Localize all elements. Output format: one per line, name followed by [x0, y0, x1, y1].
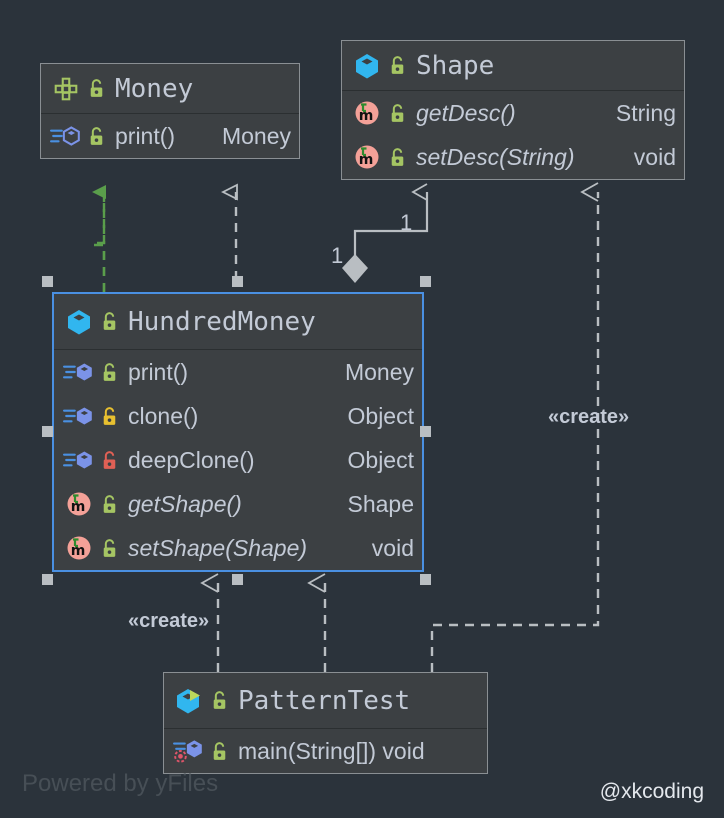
method-override-icon [62, 357, 96, 387]
selection-handle-top-right[interactable] [420, 276, 431, 287]
class-box-patterntest[interactable]: PatternTest [163, 672, 488, 774]
member-row[interactable]: clone() Object [54, 394, 422, 438]
member-name: print() [115, 122, 176, 149]
member-name: print() [128, 358, 189, 385]
class-name-hundredmoney: HundredMoney [128, 306, 316, 337]
class-icon [62, 307, 96, 337]
selection-handle-bottom-right[interactable] [420, 574, 431, 585]
yfiles-watermark: Powered by yFiles [22, 770, 219, 797]
svg-text:m: m [359, 108, 374, 124]
member-type: Money [221, 122, 291, 149]
create-label-left: «create» [128, 610, 210, 632]
abstract-method-icon: m [350, 98, 384, 128]
class-name-patterntest: PatternTest [238, 685, 411, 716]
class-name-money: Money [115, 73, 194, 104]
member-row[interactable]: m setShape(Shape) void [54, 526, 422, 570]
unlock-green-icon [98, 309, 120, 335]
members-patterntest: main(String[]) void [164, 729, 487, 773]
edge-hundredmoney-implements-money [91, 185, 106, 292]
class-box-hundredmoney[interactable]: HundredMoney [52, 292, 424, 572]
class-header-patterntest: PatternTest [164, 673, 487, 729]
method-override-icon [62, 445, 96, 475]
unlock-green-icon [386, 53, 408, 79]
member-name: setDesc(String) [416, 143, 575, 170]
lock-red-icon [98, 447, 120, 473]
selection-handle-top-left[interactable] [42, 276, 53, 287]
method-override-icon [49, 121, 83, 151]
unlock-green-icon [208, 738, 230, 764]
method-override-icon [62, 401, 96, 431]
member-name: setShape(Shape) [128, 534, 308, 561]
class-name-shape: Shape [416, 50, 495, 81]
selection-handle-bottom-center[interactable] [232, 574, 243, 585]
member-row[interactable]: m getDesc() String [342, 91, 684, 135]
abstract-method-icon: m [62, 489, 96, 519]
unlock-green-icon [85, 76, 107, 102]
members-money: print() Money [41, 114, 299, 158]
edge-hundredmoney-aggregates-shape [342, 183, 429, 283]
member-name: deepClone() [128, 446, 255, 473]
unlock-green-icon [98, 491, 120, 517]
members-hundredmoney: print() Money [54, 350, 422, 570]
member-type: String [615, 99, 676, 126]
members-shape: m getDesc() String [342, 91, 684, 179]
author-watermark: @xkcoding [599, 780, 704, 803]
member-row[interactable]: main(String[]) void [164, 729, 487, 773]
svg-text:m: m [71, 499, 86, 515]
edge-patterntest-creates-shape [430, 182, 600, 672]
multiplicity-source-label: 1 [331, 243, 344, 268]
member-name: main(String[]) void [238, 737, 425, 764]
main-method-icon [172, 736, 206, 766]
abstract-method-icon: m [62, 533, 96, 563]
member-type: void [371, 534, 414, 561]
member-name: getShape() [128, 490, 242, 517]
class-icon [350, 51, 384, 81]
class-header-hundredmoney: HundredMoney [54, 294, 422, 350]
selection-handle-middle-right[interactable] [420, 426, 431, 437]
interface-icon [49, 74, 83, 104]
class-box-shape[interactable]: Shape m getDesc() [341, 40, 685, 180]
class-header-money: Money [41, 64, 299, 114]
create-label-right: «create» [548, 406, 630, 428]
unlock-green-icon [386, 144, 408, 170]
unlock-green-icon [208, 688, 230, 714]
abstract-method-icon: m [350, 142, 384, 172]
member-type: void [633, 143, 676, 170]
class-box-money[interactable]: Money [40, 63, 300, 159]
member-row[interactable]: deepClone() Object [54, 438, 422, 482]
selection-handle-top-center[interactable] [232, 276, 243, 287]
member-row[interactable]: print() Money [54, 350, 422, 394]
selection-handle-middle-left[interactable] [42, 426, 53, 437]
member-row[interactable]: m setDesc(String) void [342, 135, 684, 179]
member-type: Object [347, 446, 414, 473]
svg-text:m: m [71, 543, 86, 559]
unlock-green-icon [386, 100, 408, 126]
unlock-green-icon [98, 359, 120, 385]
unlock-green-icon [85, 123, 107, 149]
multiplicity-target-label: 1 [400, 210, 413, 235]
svg-text:m: m [359, 152, 374, 168]
member-row[interactable]: m getShape() Shape [54, 482, 422, 526]
class-header-shape: Shape [342, 41, 684, 91]
lock-yellow-icon [98, 403, 120, 429]
member-name: clone() [128, 402, 199, 429]
member-name: getDesc() [416, 99, 516, 126]
selection-handle-bottom-left[interactable] [42, 574, 53, 585]
member-type: Object [347, 402, 414, 429]
member-row[interactable]: print() Money [41, 114, 299, 158]
member-type: Shape [347, 490, 414, 517]
runnable-class-icon [172, 686, 206, 716]
member-type: Money [344, 358, 414, 385]
unlock-green-icon [98, 535, 120, 561]
